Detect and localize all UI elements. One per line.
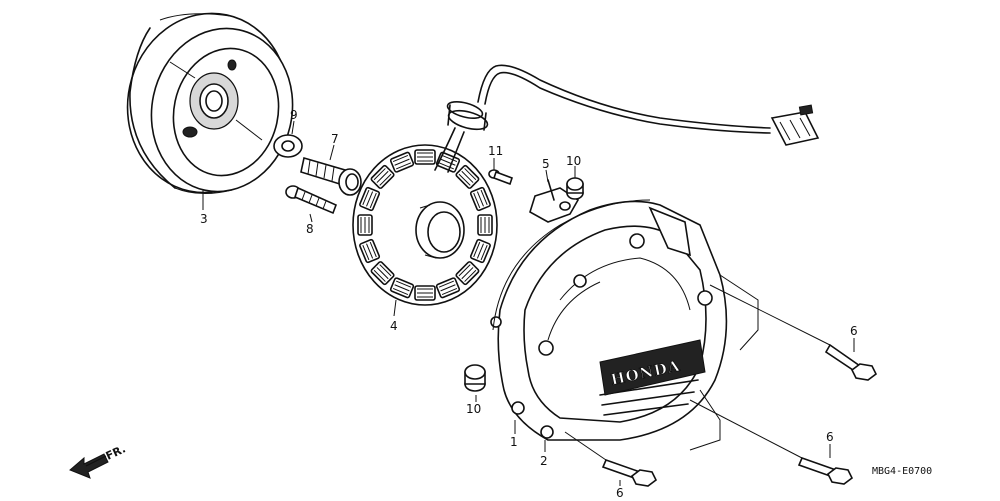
front-direction-label: FR. [104, 442, 128, 462]
wire-harness[interactable] [434, 64, 820, 173]
flywheel-bolt-part[interactable] [300, 156, 362, 196]
coil-winding-line [438, 162, 455, 170]
arrow-icon [69, 453, 109, 479]
coil-winding-line [373, 168, 386, 181]
dowel-pin-part[interactable] [488, 169, 514, 186]
crankcase-cover-part[interactable]: HONDA [490, 200, 728, 441]
coil-winding-line [438, 280, 455, 288]
coil-winding-line [376, 170, 389, 183]
part-label-10-lower: 10 [466, 402, 481, 416]
coil-winding-line [441, 287, 458, 296]
gasket-part[interactable] [492, 199, 651, 331]
part-label-4: 4 [390, 319, 398, 333]
part-label-10-upper: 10 [566, 154, 581, 168]
coil-winding-line [461, 170, 474, 183]
part-label-6-bottom: 6 [616, 486, 624, 500]
coil-winding-line [366, 191, 374, 207]
flywheel-part[interactable] [111, 0, 307, 208]
stator-part[interactable] [352, 144, 498, 306]
dowel-pin-lower-part[interactable] [464, 364, 486, 392]
coil-winding-line [476, 243, 484, 259]
callout-lines [202, 120, 855, 486]
cover-bolt-bottom[interactable] [601, 458, 658, 487]
coil-winding-line [366, 243, 374, 259]
coil-winding-line [392, 154, 409, 163]
coil-winding-line [464, 269, 477, 282]
coil-winding-line [369, 241, 377, 258]
coil-winding-line [473, 192, 481, 209]
part-label-3: 3 [200, 212, 208, 226]
coil-winding-line [458, 264, 471, 277]
part-label-8: 8 [306, 222, 314, 236]
part-label-7: 7 [331, 132, 339, 146]
coil-winding-line [392, 287, 409, 296]
wire-clamp-part[interactable] [529, 179, 580, 223]
part-label-9: 9 [290, 108, 298, 122]
coil-winding-line [395, 280, 412, 288]
dowel-pin-upper-part[interactable] [566, 177, 584, 200]
coil-winding-line [379, 264, 392, 277]
washer-part[interactable] [273, 134, 303, 158]
coil-winding-line [362, 189, 370, 206]
coil-winding-line [394, 284, 410, 292]
diagram-code: MBG4-E0700 [872, 466, 932, 477]
coil-winding-line [480, 244, 488, 261]
cover-bolt-right[interactable] [824, 343, 878, 381]
front-direction-indicator: FR. [69, 442, 128, 479]
part-label-6-right: 6 [850, 324, 858, 338]
coil-winding-line [440, 284, 456, 292]
part-label-5: 5 [542, 157, 550, 171]
coil-winding-line [441, 154, 458, 163]
coil-winding-line [395, 162, 412, 170]
coil-winding-line [464, 168, 477, 181]
part-label-6-lower-right: 6 [826, 430, 834, 444]
coil-winding-line [480, 189, 488, 206]
coil-winding-line [458, 173, 471, 186]
coil-winding-line [376, 267, 389, 280]
coil-winding-line [476, 191, 484, 207]
stator-bolt-part[interactable] [285, 185, 338, 215]
coil-winding-line [461, 267, 474, 280]
part-label-1: 1 [510, 435, 518, 449]
coil-winding-line [369, 192, 377, 209]
coil-winding-line [394, 158, 410, 166]
coil-winding-line [440, 158, 456, 166]
coil-winding-line [473, 241, 481, 258]
cover-bolt-lower-right[interactable] [797, 456, 854, 485]
coil-winding-line [379, 173, 392, 186]
part-label-11: 11 [488, 144, 503, 158]
part-label-2: 2 [540, 454, 548, 468]
coil-winding-line [362, 244, 370, 261]
coil-winding-line [373, 269, 386, 282]
